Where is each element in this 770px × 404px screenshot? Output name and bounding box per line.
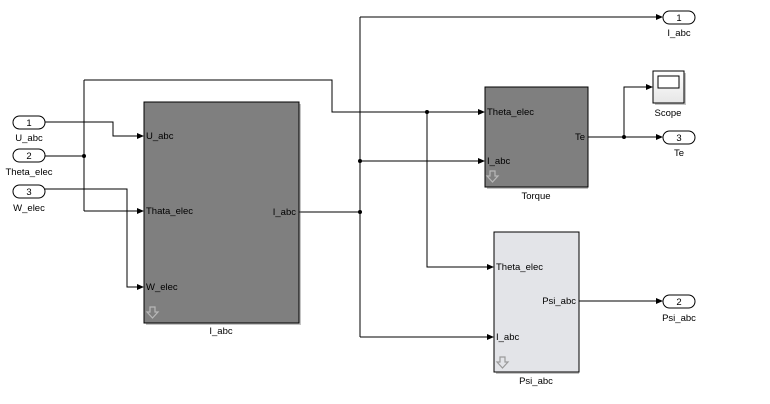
- arrow-iabc-psi: [487, 334, 494, 340]
- arrow-iabc-outport: [656, 14, 663, 20]
- outport-i-abc[interactable]: 1 I_abc: [662, 10, 696, 39]
- port-label-theta-elec: Theta_elec: [487, 107, 534, 118]
- junction-theta: [82, 154, 86, 158]
- arrow-theta-psi: [487, 264, 494, 270]
- arrow-u-abc: [137, 133, 144, 139]
- subsystem-i-abc[interactable]: U_abc Thata_elec W_elec I_abc I_abc: [143, 101, 301, 337]
- outport-shape[interactable]: [662, 10, 696, 25]
- outport-number: 2: [676, 297, 681, 308]
- wire-w-elec[interactable]: [45, 188, 138, 288]
- subsystem-down-arrow-icon[interactable]: [495, 356, 510, 369]
- inport-label: W_elec: [13, 203, 45, 214]
- inport-u-abc[interactable]: 1 U_abc: [12, 115, 46, 144]
- arrow-te-outport: [656, 134, 663, 140]
- wire-te-to-scope[interactable]: [623, 86, 647, 137]
- subsystem-down-arrow-icon[interactable]: [485, 170, 500, 183]
- arrow-w-elec: [137, 284, 144, 290]
- port-label-theta-elec: Thata_elec: [146, 206, 193, 217]
- outport-label: Te: [674, 148, 684, 159]
- inport-number: 2: [26, 151, 31, 162]
- block-name: Scope: [655, 108, 682, 119]
- block-body[interactable]: [493, 231, 580, 373]
- block-name: Torque: [521, 191, 550, 202]
- port-label-te: Te: [575, 132, 585, 143]
- scope-block[interactable]: Scope: [652, 70, 686, 119]
- junction-theta-right: [425, 110, 429, 114]
- signal-lines: [45, 14, 663, 340]
- port-label-w-elec: W_elec: [146, 282, 178, 293]
- block-body[interactable]: [143, 101, 300, 324]
- inport-w-elec[interactable]: 3 W_elec: [12, 184, 46, 214]
- arrow-te-scope: [646, 84, 653, 90]
- outport-number: 3: [676, 133, 681, 144]
- outport-te[interactable]: 3 Te: [662, 130, 696, 159]
- block-name: I_abc: [209, 326, 232, 337]
- outport-shape[interactable]: [662, 130, 696, 145]
- inport-label: Theta_elec: [5, 167, 52, 178]
- port-label-i-abc: I_abc: [496, 332, 519, 343]
- inport-label: U_abc: [15, 133, 43, 144]
- inport-shape[interactable]: [12, 148, 46, 163]
- junction-te: [622, 135, 626, 139]
- outport-number: 1: [676, 13, 681, 24]
- outport-shape[interactable]: [662, 294, 696, 309]
- inport-shape[interactable]: [12, 115, 46, 130]
- wire-theta-top[interactable]: [84, 79, 427, 113]
- port-label-i-abc: I_abc: [273, 207, 296, 218]
- inport-shape[interactable]: [12, 184, 46, 199]
- junction-iabc: [358, 210, 362, 214]
- arrow-theta-torque: [478, 109, 485, 115]
- junction-iabc-torque: [358, 159, 362, 163]
- subsystem-down-arrow-icon[interactable]: [145, 306, 160, 319]
- arrow-psi-outport: [656, 298, 663, 304]
- outport-psi-abc[interactable]: 2 Psi_abc: [662, 294, 696, 324]
- subsystem-psi-abc[interactable]: Theta_elec I_abc Psi_abc Psi_abc: [493, 231, 580, 387]
- inport-number: 3: [26, 187, 31, 198]
- subsystem-torque[interactable]: Theta_elec I_abc Te Torque: [484, 86, 589, 202]
- port-label-theta-elec: Theta_elec: [496, 262, 543, 273]
- outport-label: I_abc: [667, 28, 690, 39]
- inport-number: 1: [26, 118, 31, 129]
- scope-screen-icon: [657, 75, 680, 89]
- arrow-iabc-torque: [478, 158, 485, 164]
- block-name: Psi_abc: [519, 376, 553, 387]
- port-label-u-abc: U_abc: [146, 131, 174, 142]
- port-label-psi-abc: Psi_abc: [542, 296, 576, 307]
- wire-theta-to-psi[interactable]: [426, 112, 488, 268]
- outport-label: Psi_abc: [662, 313, 696, 324]
- arrow-theta-iabc: [137, 208, 144, 214]
- port-label-i-abc: I_abc: [487, 156, 510, 167]
- wire-u-abc[interactable]: [45, 121, 138, 137]
- inport-theta-elec[interactable]: 2 Theta_elec: [5, 148, 53, 178]
- block-body[interactable]: [484, 86, 589, 188]
